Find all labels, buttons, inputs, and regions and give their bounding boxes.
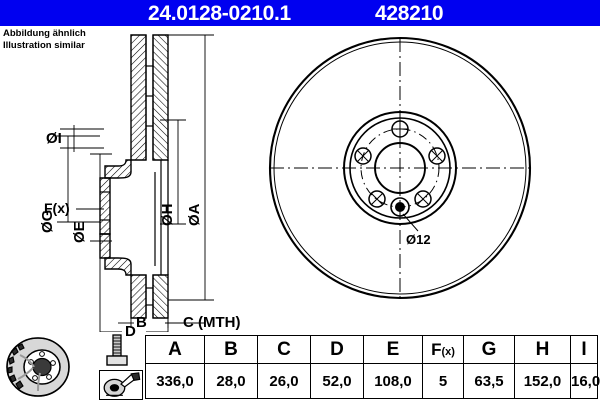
hole-leader-line [402,213,419,232]
label-c-mth: C (MTH) [183,314,241,331]
section-view [99,34,169,319]
notice-line-de: Abbildung ähnlich [3,28,86,39]
dimension-table: A B C D E F(x) G H I 336,0 28,0 26,0 52,… [145,334,600,399]
table-header-row: A B C D E F(x) G H I [145,334,598,365]
bolt-hole-group [354,120,446,208]
drawing-canvas [57,34,532,332]
col-header-i: I [570,334,598,365]
header-bar: 24.0128-0210.1 428210 [0,0,600,26]
upper-friction-ring [130,34,169,161]
col-header-h: H [514,334,571,365]
technical-drawing: ØI ØG ØE ØH ØA F(x) B C (MTH) D Ø12 [0,26,600,340]
table-values-row: 336,0 28,0 26,0 52,0 108,0 5 63,5 152,0 … [145,363,600,399]
value-i: 16,0 [570,363,600,399]
value-e: 108,0 [363,363,423,399]
bolt-hole [368,190,386,208]
col-header-fx: F(x) [422,334,464,365]
value-d: 52,0 [310,363,364,399]
value-fx: 5 [422,363,464,399]
brake-disc-photo-icon [6,337,70,397]
label-dia-h: ØH [159,203,176,227]
label-dia-i: ØI [46,130,62,147]
front-view [268,36,532,300]
fx-sub-text: (x) [441,345,455,358]
marked-hole [390,197,410,217]
hat-wall-upper [99,177,111,235]
notice-line-en: Illustration similar [3,39,85,51]
label-dia-a: ØA [186,203,203,227]
bolt-hole [414,190,432,208]
col-header-c: C [257,334,311,365]
value-c: 26,0 [257,363,311,399]
reference-number: 428210 [375,2,444,25]
bolt-hole [428,147,446,165]
label-dia-e: ØE [71,221,88,243]
bolt-icon [106,334,128,366]
hat-transition-lower [104,257,132,276]
illustration-notice: Abbildung ähnlich Illustration similar [3,28,86,51]
part-number: 24.0128-0210.1 [148,2,291,25]
value-h: 152,0 [514,363,571,399]
col-header-a: A [145,334,205,365]
hat-wall-lower [99,233,111,259]
bolt-hole [354,147,372,165]
disc-tool-icon [99,370,143,400]
label-fx: F(x) [44,200,70,216]
col-header-b: B [204,334,258,365]
bottom-strip [0,334,600,400]
fx-main-text: F [431,339,442,359]
value-a: 336,0 [145,363,205,399]
label-d: D [125,323,136,340]
dimension-lines [57,34,214,332]
col-header-g: G [463,334,515,365]
col-header-d: D [310,334,364,365]
label-dia-12: Ø12 [406,232,431,247]
hat-transition-upper [104,159,132,179]
value-b: 28,0 [204,363,258,399]
value-g: 63,5 [463,363,515,399]
col-header-e: E [363,334,423,365]
lower-friction-ring [130,274,169,319]
label-b: B [136,314,147,331]
